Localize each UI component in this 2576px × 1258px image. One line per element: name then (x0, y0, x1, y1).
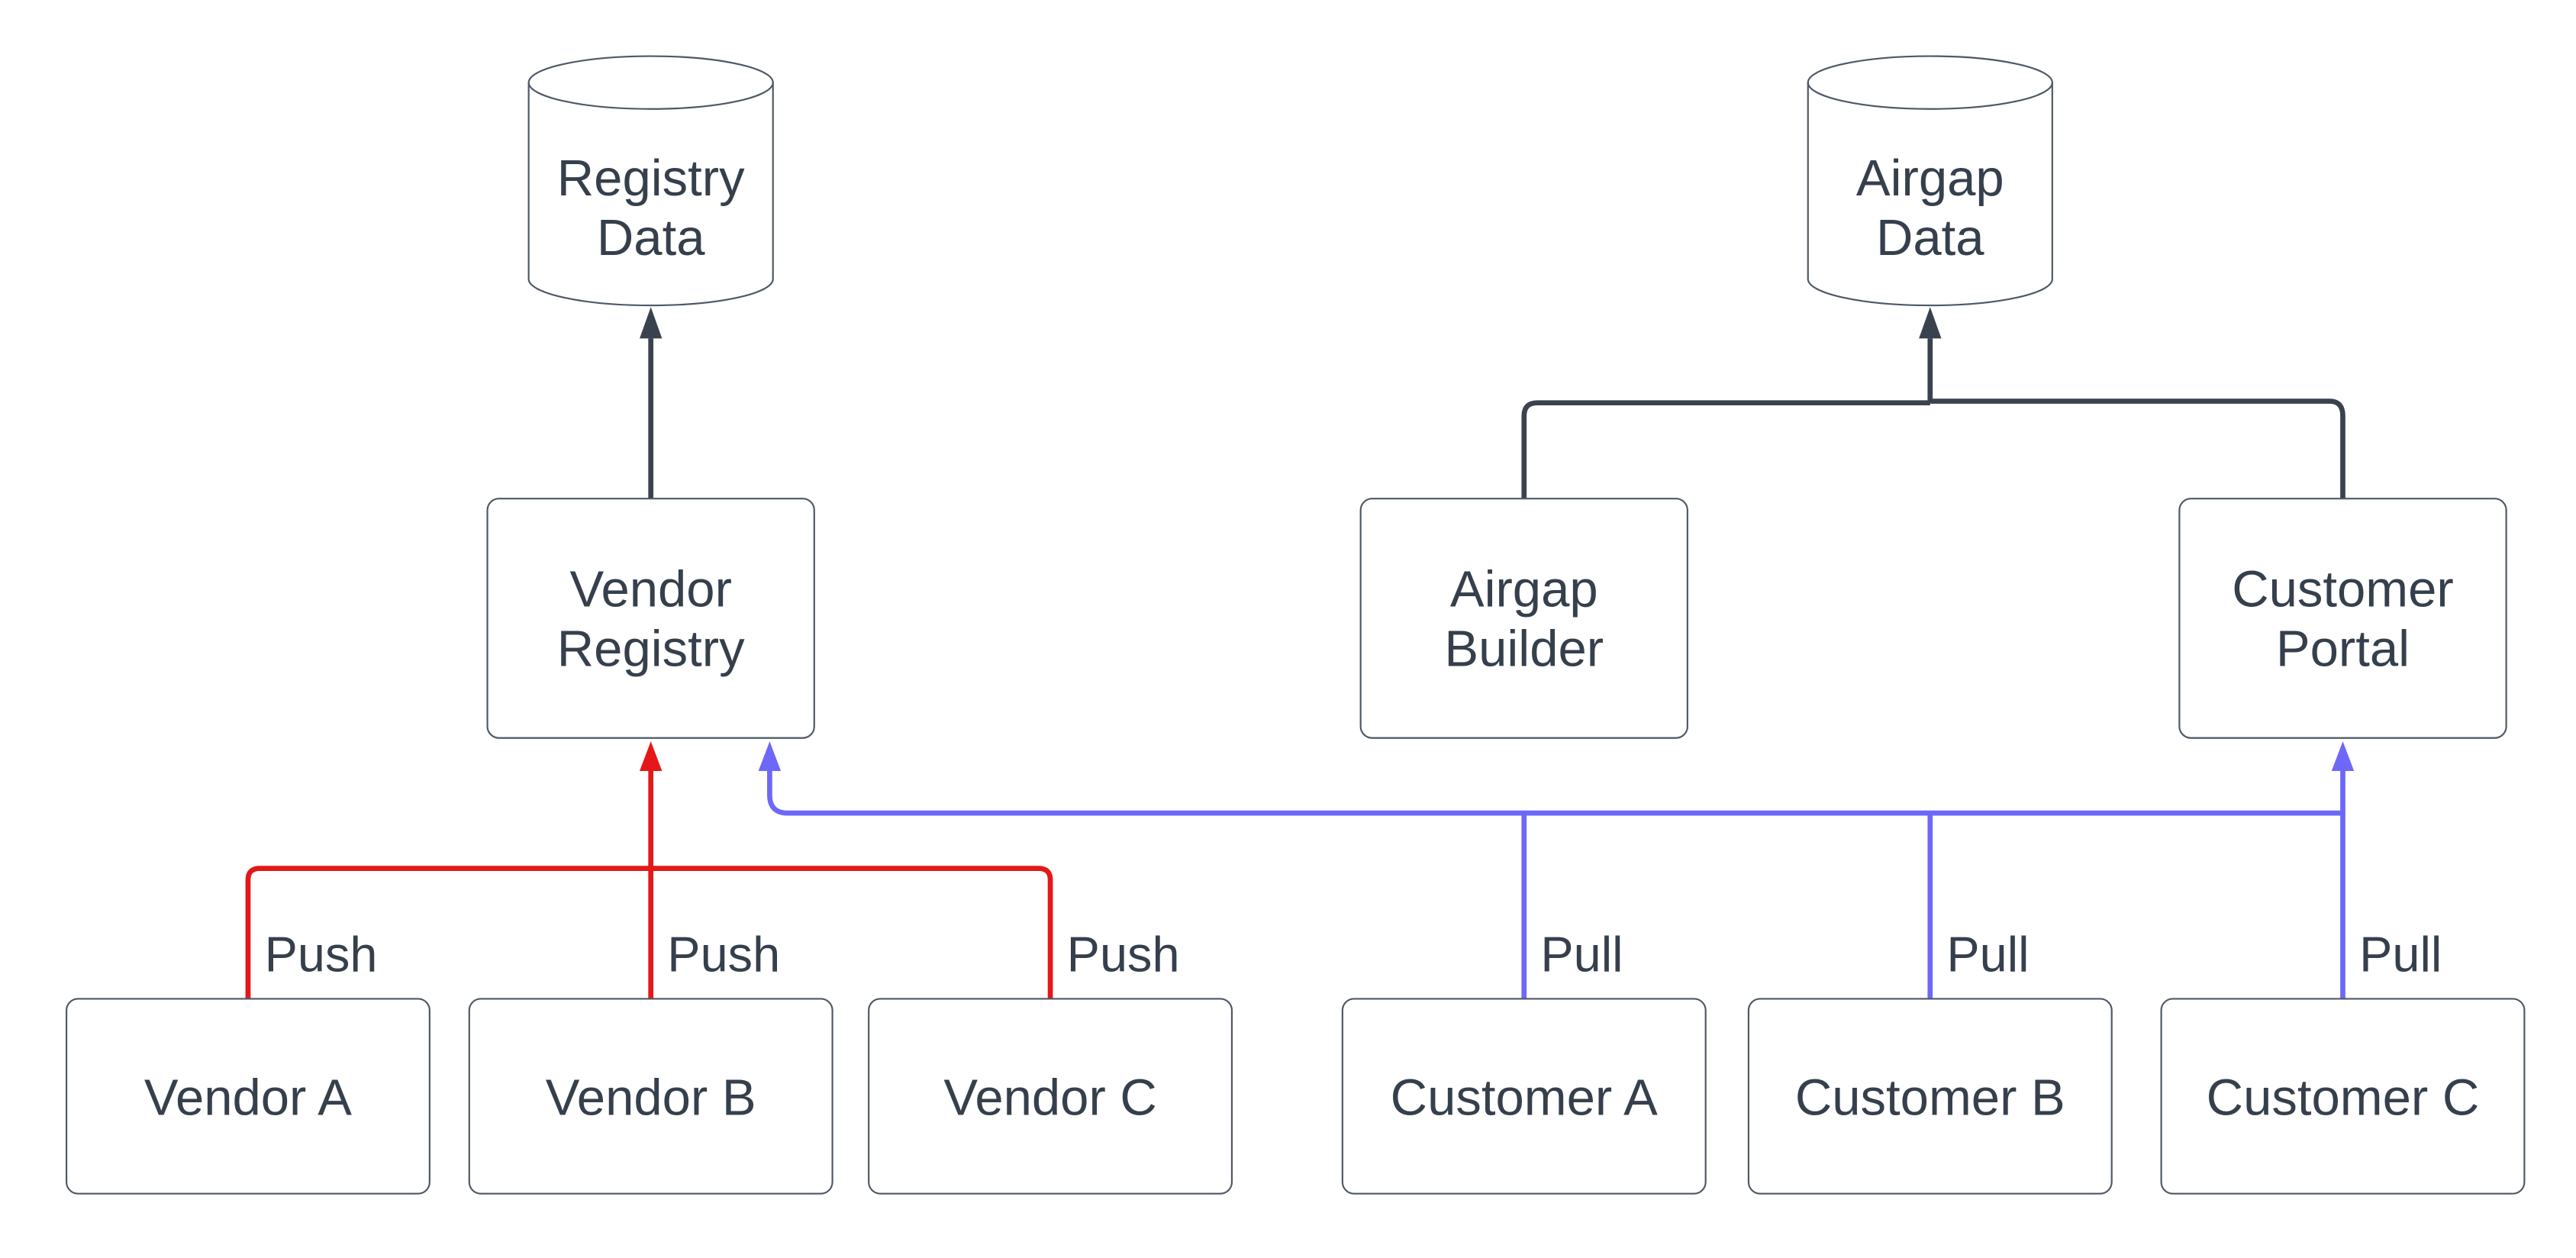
flow-edges (639, 307, 2345, 499)
customer-c-node[interactable]: Customer C (2160, 998, 2526, 1195)
customer-portal-label-line1: Customer (2232, 561, 2454, 618)
push-label-vendor-a: Push (265, 927, 378, 982)
airgap-builder-node[interactable]: Airgap Builder (1359, 498, 1688, 739)
registry-data-label-line2: Data (597, 209, 705, 266)
customer-b-box[interactable] (1747, 998, 2113, 1195)
customer-a-box[interactable] (1341, 998, 1707, 1195)
airgap-data-label-line1: Airgap (1856, 150, 2004, 207)
customer-portal-box[interactable] (2178, 498, 2507, 739)
customer-portal-node[interactable]: Customer Portal (2178, 498, 2507, 739)
edge-airgap-data-arrowhead (1919, 307, 1942, 339)
vendor-b-label: Vendor B (546, 1069, 756, 1127)
customer-portal-label-line2: Portal (2276, 620, 2410, 677)
pull-label-customer-b: Pull (1946, 927, 2029, 982)
pull-label-customer-c: Pull (2359, 927, 2442, 982)
vendor-a-label: Vendor A (144, 1069, 352, 1127)
edge-customer-portal-to-airgap-data[interactable] (1930, 398, 2345, 499)
vendor-c-node[interactable]: Vendor C (868, 998, 1233, 1195)
vendor-registry-label-line1: Vendor (569, 561, 731, 618)
vendor-c-box[interactable] (868, 998, 1233, 1195)
push-edges (245, 741, 1053, 999)
airgap-data-cylinder[interactable]: Airgap Data (1807, 55, 2053, 307)
edge-airgap-builder-to-airgap-data[interactable] (1521, 400, 1930, 499)
registry-data-cylinder[interactable]: Registry Data (527, 55, 774, 307)
vendor-a-node[interactable]: Vendor A (65, 998, 430, 1195)
vendor-registry-label-line2: Registry (557, 620, 745, 677)
push-label-vendor-c: Push (1067, 927, 1180, 982)
customer-a-label: Customer A (1391, 1069, 1658, 1127)
edge-labels: Push Push Push Pull Pull Pull (265, 927, 2442, 982)
airgap-builder-label-line2: Builder (1444, 620, 1604, 677)
pull-label-customer-a: Pull (1540, 927, 1623, 982)
pull-arrowhead-vendor-registry (758, 741, 782, 771)
customer-b-node[interactable]: Customer B (1747, 998, 2113, 1195)
customer-b-label: Customer B (1795, 1069, 2065, 1127)
airgap-data-cylinder-rim (1807, 82, 2053, 110)
vendor-b-node[interactable]: Vendor B (468, 998, 833, 1195)
airgap-builder-box[interactable] (1359, 498, 1688, 739)
vendor-b-box[interactable] (468, 998, 833, 1195)
customer-a-node[interactable]: Customer A (1341, 998, 1707, 1195)
airgap-data-label-line2: Data (1876, 209, 1984, 266)
registry-data-cylinder-rim (527, 82, 774, 110)
edge-registry-data-arrowhead (639, 307, 663, 339)
customer-c-label: Customer C (2207, 1069, 2480, 1127)
registry-data-label-line1: Registry (557, 150, 745, 207)
push-edge-trunk[interactable] (245, 866, 1053, 999)
vendor-c-label: Vendor C (943, 1069, 1156, 1127)
pull-arrowhead-customer-portal (2331, 741, 2355, 771)
customer-c-box[interactable] (2160, 998, 2526, 1195)
push-label-vendor-b: Push (667, 927, 780, 982)
vendor-registry-box[interactable] (486, 498, 815, 739)
airgap-builder-label-line1: Airgap (1450, 561, 1598, 618)
push-arrowhead-vendor-registry (639, 741, 663, 771)
vendor-registry-node[interactable]: Vendor Registry (486, 498, 815, 739)
pull-edge-trunk[interactable] (767, 769, 2343, 816)
registry-data-cylinder-body[interactable] (527, 55, 774, 307)
vendor-a-box[interactable] (65, 998, 430, 1195)
pull-edges (758, 741, 2355, 999)
airgap-data-cylinder-body[interactable] (1807, 55, 2053, 307)
